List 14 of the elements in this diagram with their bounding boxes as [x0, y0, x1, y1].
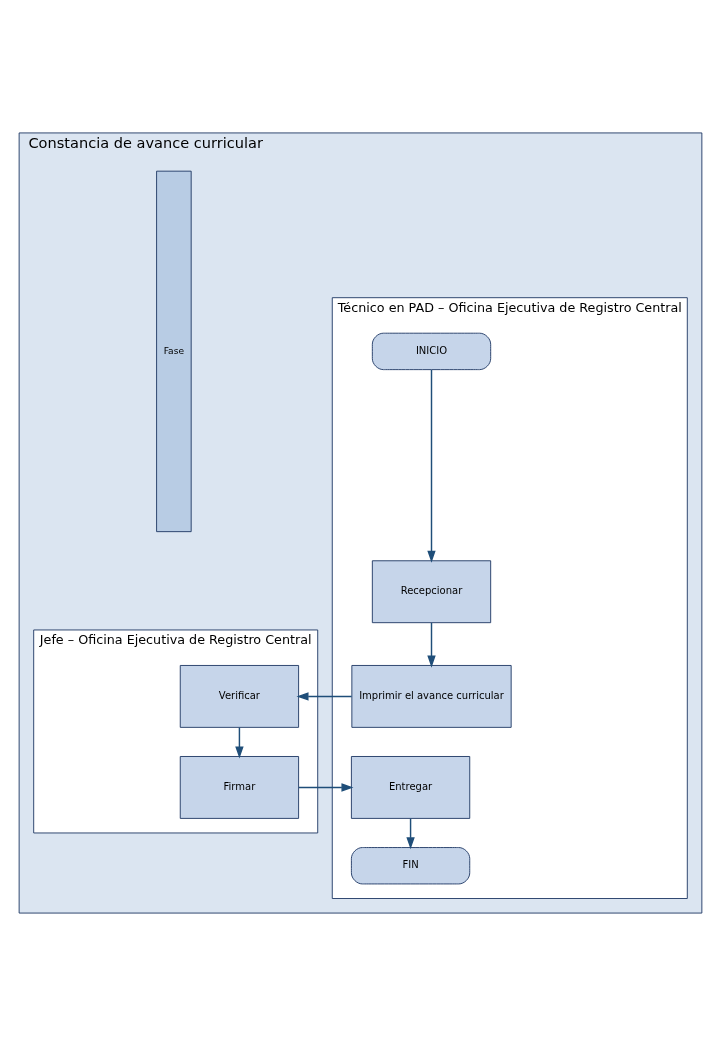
node-box: Fase [156, 170, 192, 532]
node-box: INICIO [371, 332, 492, 370]
arrow [406, 817, 415, 849]
arrow [427, 621, 436, 668]
arrow [296, 691, 353, 701]
arrow [427, 368, 436, 563]
node-box: Firmar [179, 755, 300, 819]
arrow [235, 726, 244, 759]
node-box: Verificar [179, 664, 300, 728]
node-box: Imprimir el avance curricular [351, 664, 512, 728]
arrow [298, 782, 354, 792]
node-box: Entregar [350, 755, 471, 819]
node-box: FIN [350, 846, 471, 884]
node-box: Recepcionar [371, 559, 492, 623]
